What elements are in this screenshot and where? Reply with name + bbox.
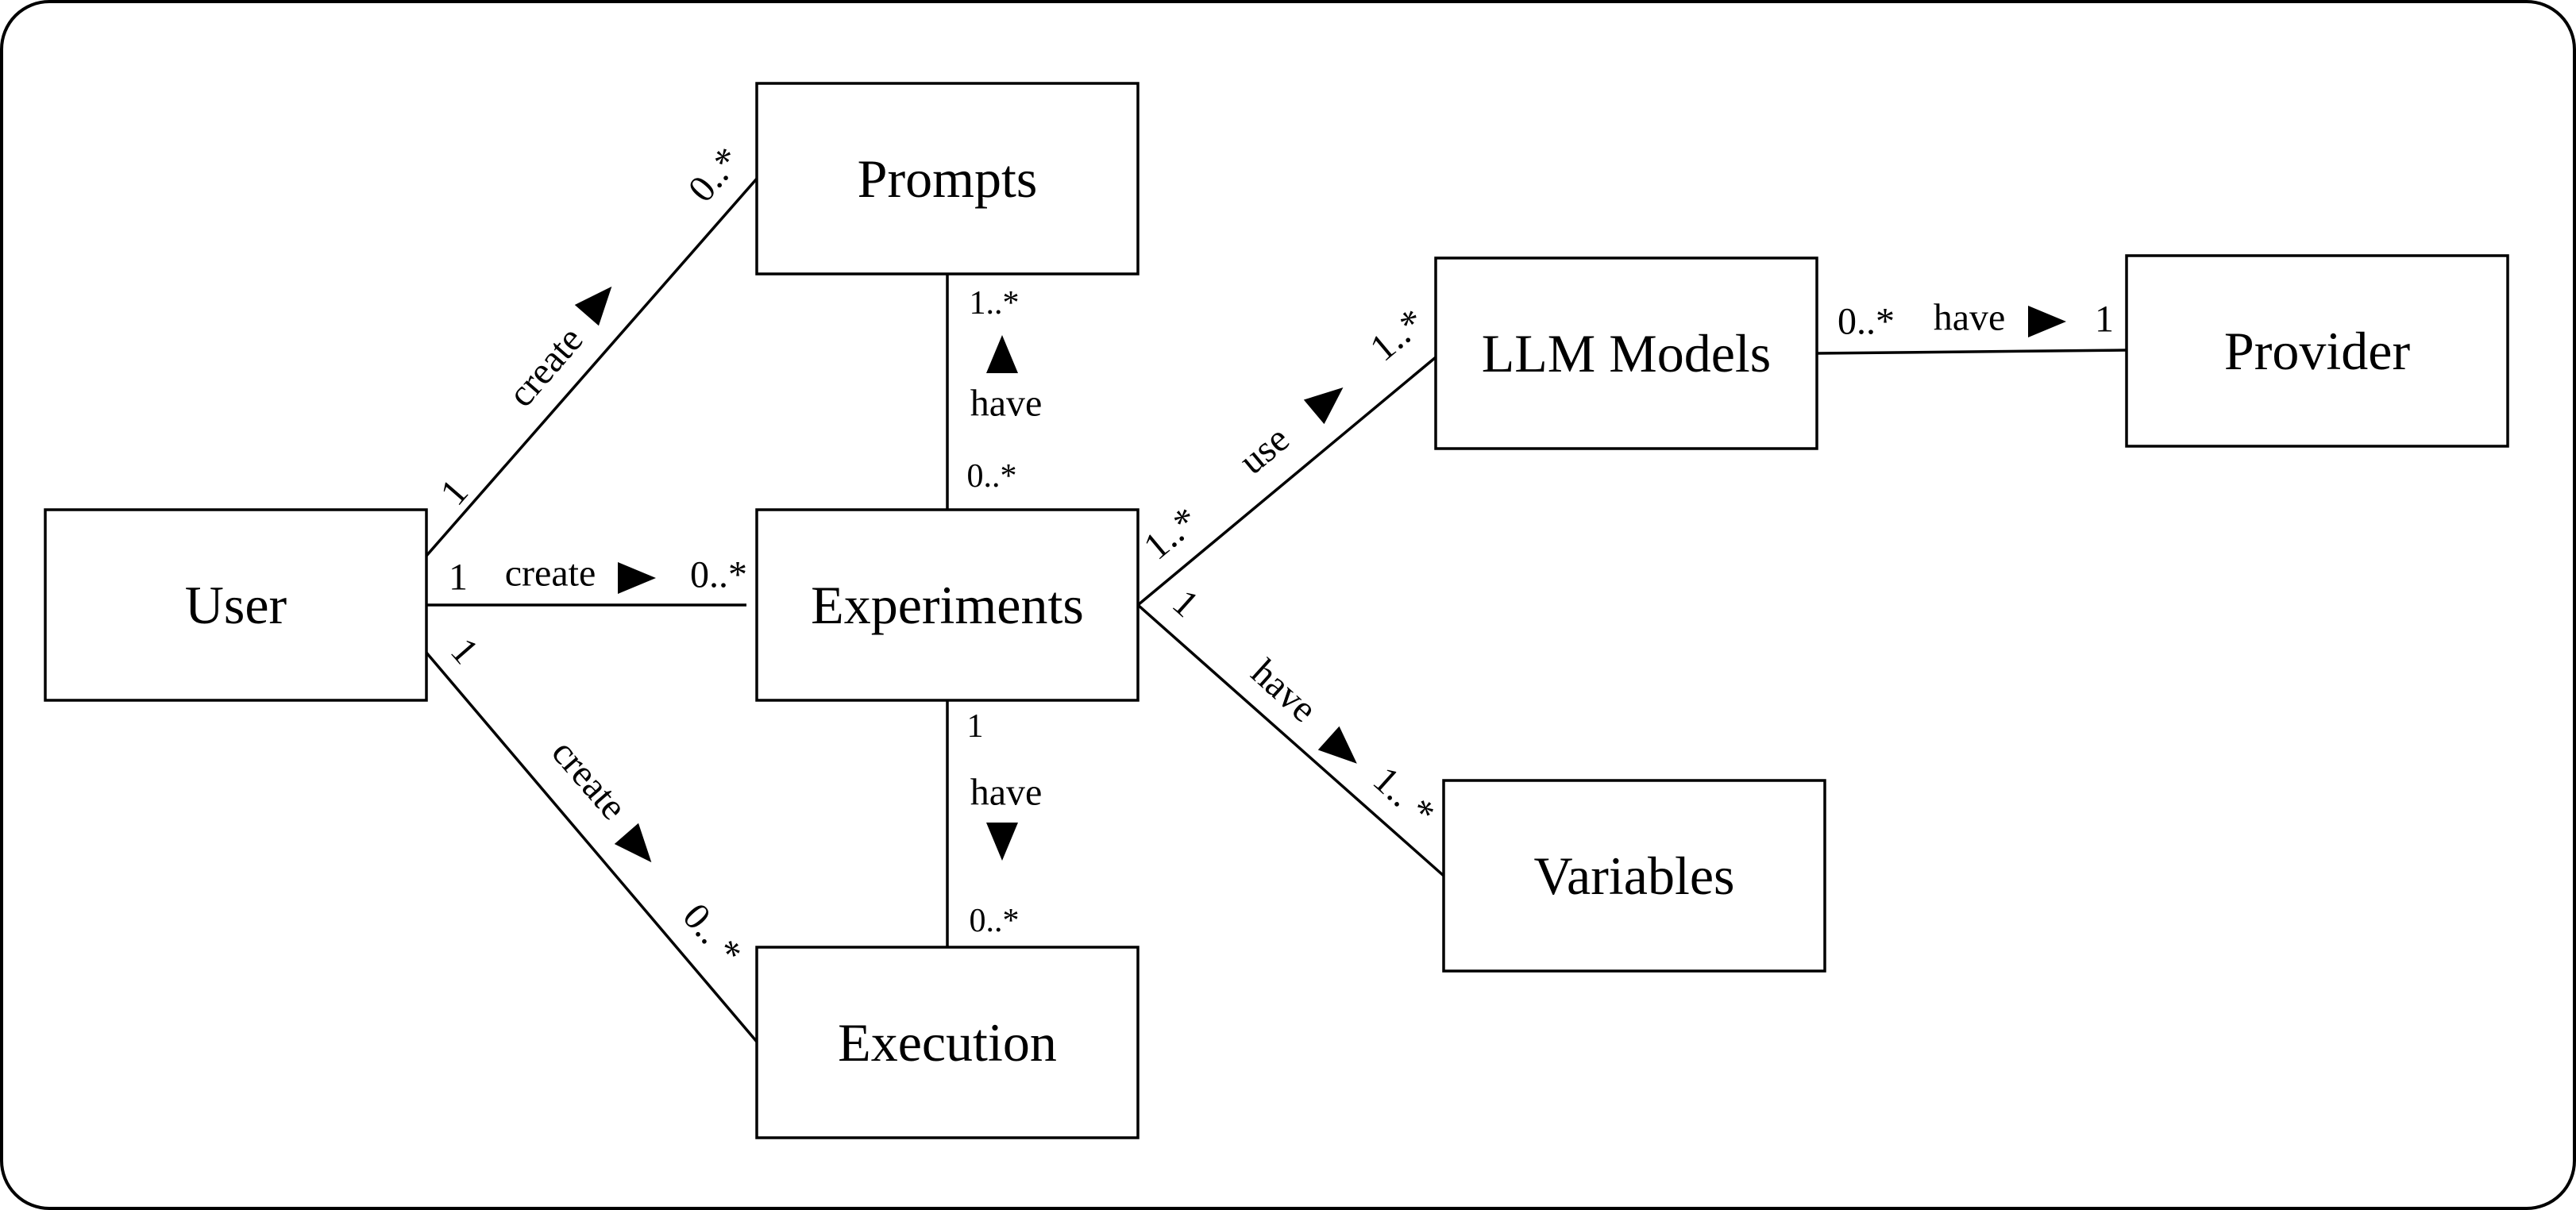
entity-execution[interactable]: Execution <box>755 946 1140 1139</box>
experiments-llm-direction-arrow <box>1303 387 1344 425</box>
llm-models-box <box>1434 256 1818 450</box>
experiments-execution-bottom-mult: 0..* <box>970 903 1020 939</box>
entity-experiments[interactable]: Experiments <box>755 508 1140 702</box>
variables-box <box>1442 779 1826 973</box>
user-experiments-from-mult: 1 <box>449 557 468 599</box>
experiments-prompts-direction-arrow <box>986 335 1018 373</box>
entity-user[interactable]: User <box>44 508 428 702</box>
entity-provider[interactable]: Provider <box>2125 254 2509 448</box>
provider-label: Provider <box>2224 321 2411 381</box>
variables-label: Variables <box>1533 846 1734 906</box>
experiments-label: Experiments <box>811 575 1084 635</box>
experiments-execution-verb: have <box>970 772 1043 814</box>
experiments-prompts-top-mult: 1..* <box>970 285 1020 322</box>
user-experiments-direction-arrow <box>618 562 656 594</box>
experiments-execution-direction-arrow <box>986 823 1018 861</box>
edge-user-prompts <box>425 177 758 557</box>
llm-models-label: LLM Models <box>1482 323 1772 383</box>
experiments-variables-direction-arrow <box>1317 726 1357 764</box>
entity-variables[interactable]: Variables <box>1442 779 1826 973</box>
execution-box <box>755 946 1140 1139</box>
llm-provider-verb: have <box>1934 297 2006 339</box>
user-experiments-to-mult: 0..* <box>690 554 747 596</box>
prompts-box <box>755 82 1140 276</box>
prompts-label: Prompts <box>858 148 1038 209</box>
llm-provider-direction-arrow <box>2028 306 2066 337</box>
entity-prompts[interactable]: Prompts <box>755 82 1140 276</box>
user-execution-direction-arrow <box>614 823 652 863</box>
edge-experiments-variables <box>1136 603 1445 877</box>
user-label: User <box>185 575 287 635</box>
edge-user-execution <box>425 651 758 1043</box>
user-box <box>44 508 428 702</box>
edge-experiments-llm <box>1136 356 1437 607</box>
user-prompts-direction-arrow <box>574 286 612 326</box>
execution-label: Execution <box>838 1012 1057 1073</box>
experiments-prompts-verb: have <box>970 383 1043 425</box>
experiments-execution-top-mult: 1 <box>967 708 984 745</box>
edge-llm-provider <box>1816 349 2127 355</box>
llm-provider-from-mult: 0..* <box>1838 301 1895 343</box>
experiments-prompts-bottom-mult: 0..* <box>967 458 1017 495</box>
user-experiments-verb: create <box>505 553 596 595</box>
experiments-box <box>755 508 1140 702</box>
llm-provider-to-mult: 1 <box>2095 299 2114 341</box>
entity-llm-models[interactable]: LLM Models <box>1434 256 1818 450</box>
provider-box <box>2125 254 2509 448</box>
